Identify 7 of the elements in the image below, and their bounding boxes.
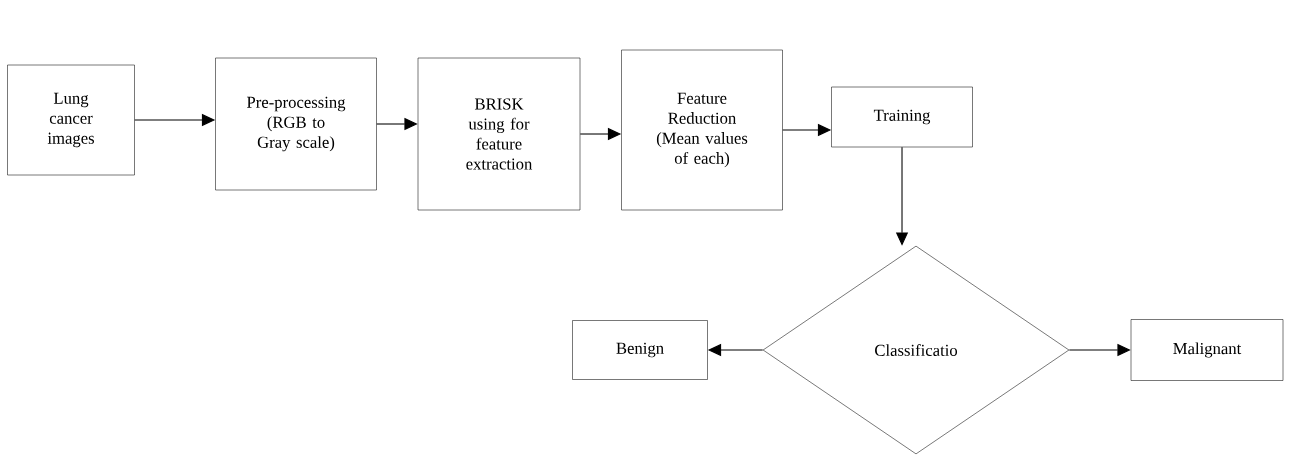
process-box: BRISK using for feature extraction bbox=[417, 57, 581, 211]
process-box: Feature Reduction (Mean values of each) bbox=[621, 49, 783, 211]
process-box: Training bbox=[831, 86, 973, 148]
process-box: Malignant bbox=[1130, 319, 1284, 381]
process-box: Benign bbox=[572, 320, 708, 380]
process-box: Lung cancer images bbox=[7, 64, 135, 176]
process-box: Pre-processing (RGB to Gray scale) bbox=[215, 57, 377, 191]
